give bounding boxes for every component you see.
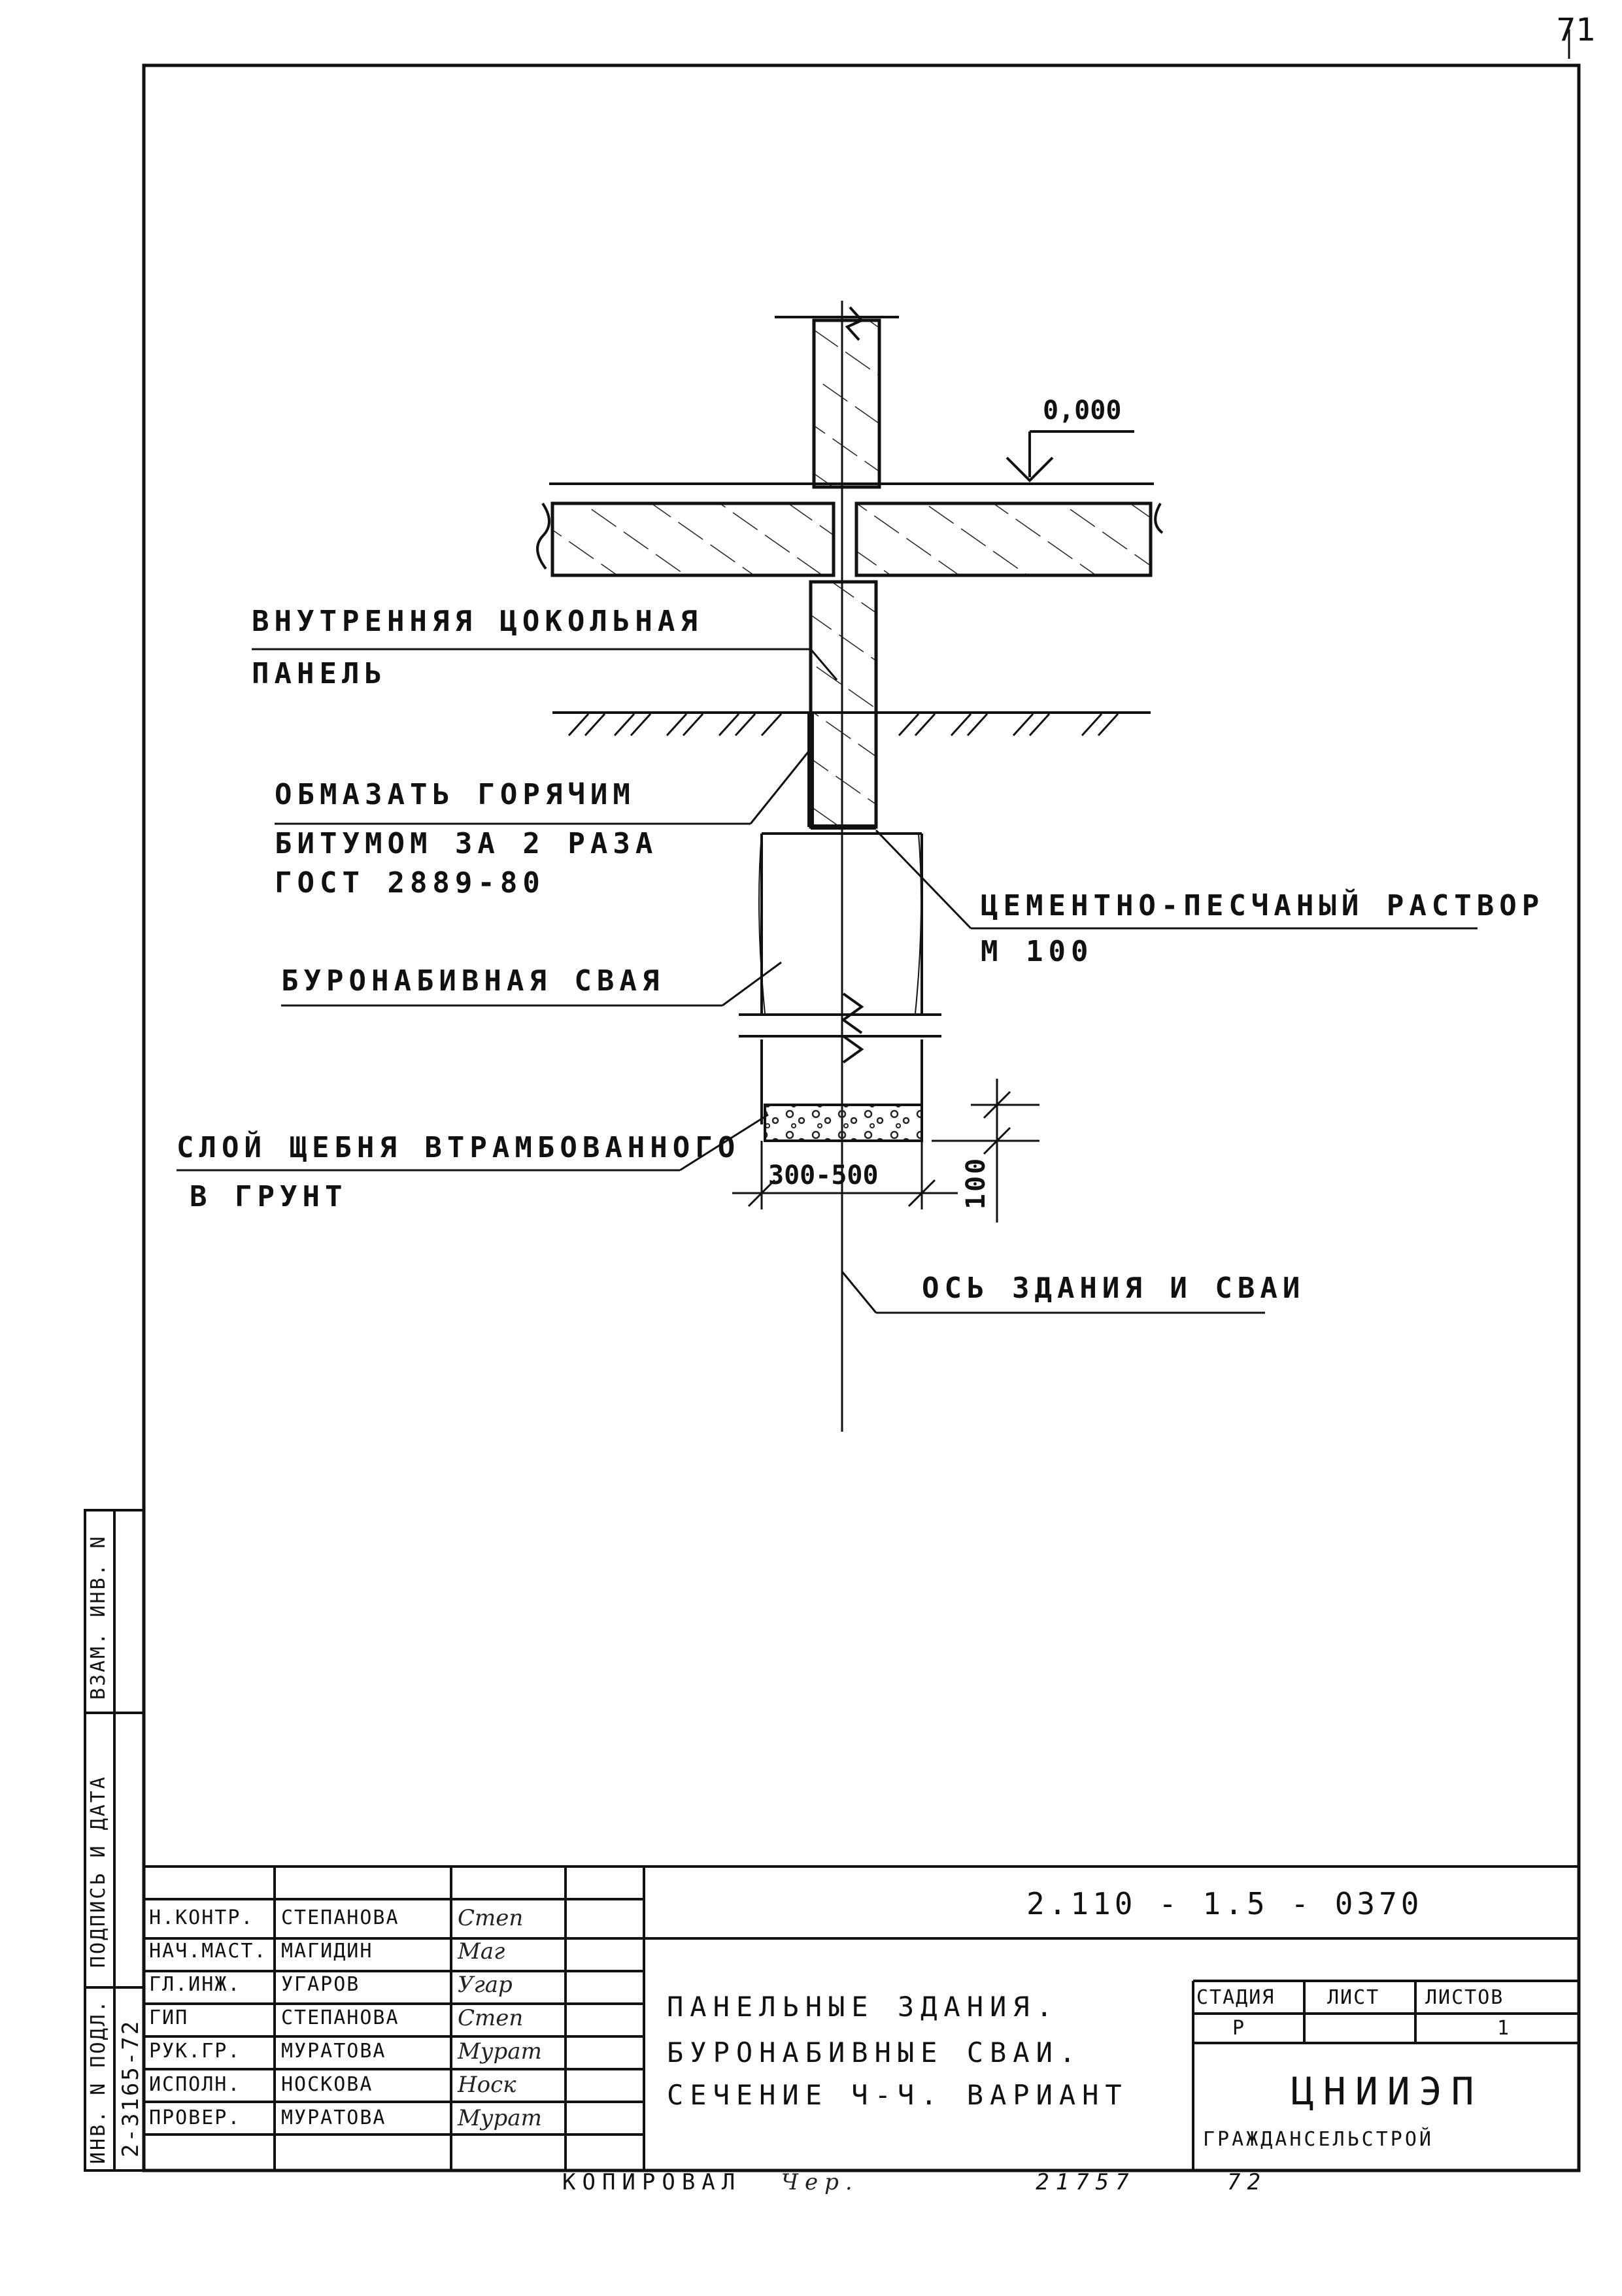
sheet-frame <box>142 63 1581 2172</box>
staff-role: НАЧ.МАСТ. <box>149 1940 267 1963</box>
staff-signature: Степ <box>458 1905 524 1931</box>
dimension-lines <box>732 1079 1039 1223</box>
label-inner-panel-2: ПАНЕЛЬ <box>252 657 387 690</box>
staff-role: Н.КОНТР. <box>149 1906 254 1929</box>
copy-suffix: 72 <box>1227 2169 1267 2195</box>
elevation-mark: 0,000 <box>1043 396 1122 426</box>
staff-name: УГАРОВ <box>281 1973 360 1996</box>
copy-number: 21757 <box>1036 2169 1136 2195</box>
label-gravel-2: В ГРУНТ <box>190 1180 348 1213</box>
dimension-gravel-thickness: 100 <box>961 1156 991 1209</box>
sheet-header: ЛИСТ <box>1327 1986 1380 2009</box>
staff-signature: Угар <box>458 1972 513 1998</box>
leader-lines <box>177 648 1478 1314</box>
label-mortar-2: М 100 <box>981 935 1094 968</box>
staff-name: МУРАТОВА <box>281 2040 386 2063</box>
stamp-signature-date: ПОДПИСЬ И ДАТА <box>87 1775 110 1968</box>
stamp-orig-inv-value: 2-3165-72 <box>118 2019 144 2157</box>
staff-name: СТЕПАНОВА <box>281 1906 399 1929</box>
staff-role: ПРОВЕР. <box>149 2106 241 2129</box>
drawing-title-3: СЕЧЕНИЕ Ч-Ч. ВАРИАНТ <box>667 2079 1128 2111</box>
stamp-orig-inv: ИНВ. N ПОДЛ. <box>87 1999 110 2164</box>
staff-role: ИСПОЛН. <box>149 2073 241 2096</box>
title-block-frame <box>144 1865 1579 2170</box>
organization-name: ЦНИИЭП <box>1291 2069 1483 2114</box>
label-gravel-1: СЛОЙ ЩЕБНЯ ВТРАМБОВАННОГО <box>177 1131 741 1164</box>
staff-signature: Мурат <box>458 2105 542 2131</box>
staff-name: НОСКОВА <box>281 2073 373 2096</box>
copied-by: Чер. <box>781 2169 859 2195</box>
staff-signature: Носк <box>458 2072 516 2098</box>
label-inner-panel-1: ВНУТРЕННЯЯ ЦОКОЛЬНАЯ <box>252 605 703 638</box>
label-axis: ОСЬ ЗДАНИЯ И СВАИ <box>922 1272 1306 1305</box>
socle-panel <box>809 580 878 829</box>
document-code: 2.110 - 1.5 - 0370 <box>1026 1886 1423 1921</box>
label-mortar-1: ЦЕМЕНТНО-ПЕСЧАНЫЙ РАСТВОР <box>981 889 1545 922</box>
label-bitumen-1: ОБМАЗАТЬ ГОРЯЧИМ <box>275 778 635 811</box>
staff-role: РУК.ГР. <box>149 2040 241 2063</box>
stamp-ref-inv: ВЗАМ. ИНВ. N <box>87 1534 110 1700</box>
staff-signature: Мурат <box>458 2038 542 2065</box>
upper-wall-panel <box>812 318 881 489</box>
drawing-title-2: БУРОНАБИВНЫЕ СВАИ. <box>667 2036 1083 2068</box>
copied-label: КОПИРОВАЛ <box>562 2169 742 2195</box>
side-stamp-frame <box>84 1509 145 2172</box>
floor-slab-left <box>550 501 836 577</box>
label-pile: БУРОНАБИВНАЯ СВАЯ <box>281 964 665 998</box>
floor-slab-right <box>854 501 1153 577</box>
bored-pile <box>739 832 941 1124</box>
ground-hatch <box>567 713 1119 737</box>
label-bitumen-3: ГОСТ 2889-80 <box>275 866 545 900</box>
stage-header: СТАДИЯ <box>1196 1986 1276 2009</box>
organization-subname: ГРАЖДАНСЕЛЬСТРОЙ <box>1203 2128 1434 2151</box>
staff-signature: Маг <box>458 1938 505 1965</box>
footer-copy-stamp: КОПИРОВАЛ Чер. 21757 72 <box>562 2169 1267 2195</box>
staff-name: МАГИДИН <box>281 1940 373 1963</box>
staff-role: ГИП <box>149 2006 189 2029</box>
sheets-value: 1 <box>1497 2017 1511 2040</box>
staff-name: СТЕПАНОВА <box>281 2006 399 2029</box>
page-number: 71 <box>1556 12 1597 48</box>
staff-name: МУРАТОВА <box>281 2106 386 2129</box>
drawing-title-1: ПАНЕЛЬНЫЕ ЗДАНИЯ. <box>667 1991 1059 2023</box>
sheets-header: ЛИСТОВ <box>1425 1986 1504 2009</box>
dimension-width: 300-500 <box>768 1160 879 1190</box>
label-bitumen-2: БИТУМОМ ЗА 2 РАЗА <box>275 827 658 860</box>
staff-signature: Степ <box>458 2005 524 2031</box>
stage-value: Р <box>1232 2017 1246 2040</box>
staff-role: ГЛ.ИНЖ. <box>149 1973 241 1996</box>
gravel-layer <box>764 1104 923 1142</box>
